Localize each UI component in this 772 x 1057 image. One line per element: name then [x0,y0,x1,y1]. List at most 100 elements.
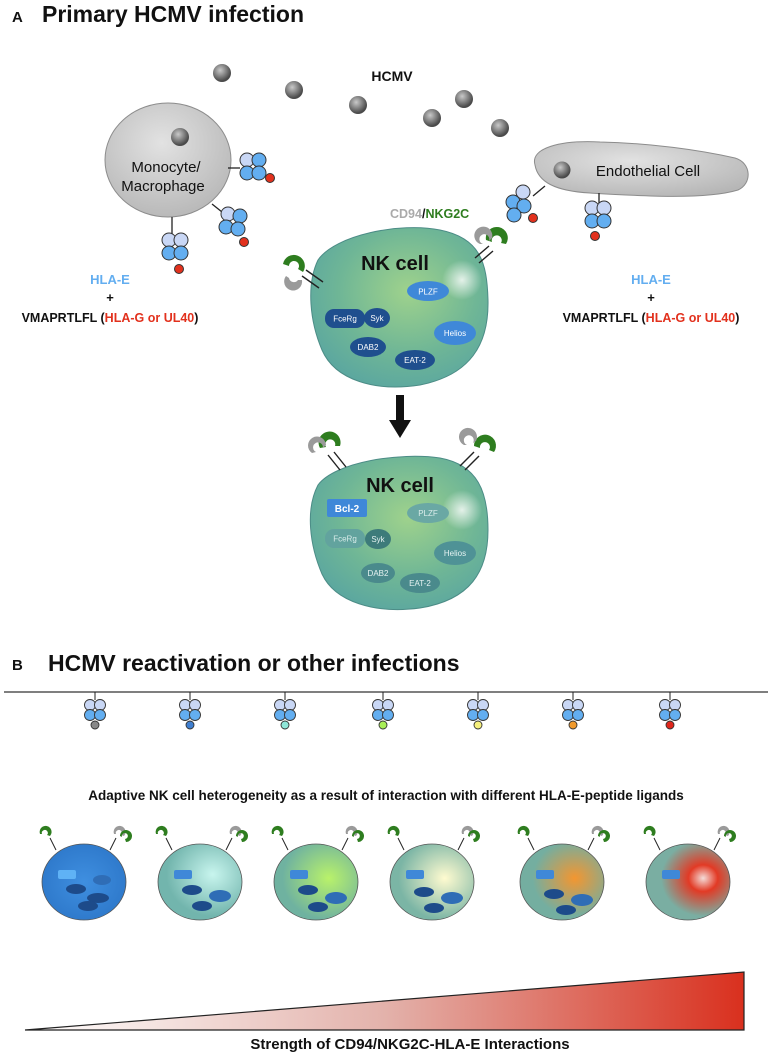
svg-text:PLZF: PLZF [418,288,438,297]
svg-text:EAT-2: EAT-2 [409,579,431,588]
peptide [665,720,675,730]
right-paren-close: ) [735,311,739,325]
hla-e-molecule [161,232,189,274]
left-source: HLA-G or UL40 [105,311,195,325]
endothelial-cell: Endothelial Cell [534,141,749,197]
peptide [378,720,388,730]
peptide [280,720,290,730]
hla-e-molecule [218,206,249,247]
adaptive-protein-dab2: DAB2 [361,563,395,583]
nk-variant-1 [39,825,132,921]
right-source: HLA-G or UL40 [646,311,736,325]
nk-variant-3 [271,825,364,921]
svg-text:Syk: Syk [370,314,384,323]
virion [455,90,473,108]
hcmv-virions [213,64,509,137]
svg-text:EAT-2: EAT-2 [404,356,426,365]
adaptive-receptor-left [308,431,347,471]
virion [491,119,509,137]
nk-variant-5 [517,825,610,921]
hla-e-molecule [505,184,538,223]
left-hla-e-label: HLA-E [90,272,130,287]
virion [553,161,571,179]
nk-cell-title: NK cell [361,253,429,275]
nk-protein-eat2: EAT-2 [395,350,435,370]
peptide [185,720,195,730]
nk-protein-helios: Helios [434,321,476,345]
monocyte-label-line2: Macrophage [121,178,204,195]
svg-text:FceRg: FceRg [333,535,357,544]
svg-text:VMAPRTLFL (HLA-G or UL40): VMAPRTLFL (HLA-G or UL40) [22,311,199,325]
svg-text:Syk: Syk [371,535,385,544]
hla-e-peptide-ligand [659,692,681,730]
panel-b-title: HCMV reactivation or other infections [48,650,460,676]
hla-e-peptide-ligand [372,692,394,730]
right-peptide: VMAPRTLFL [563,311,639,325]
adaptive-protein-eat2: EAT-2 [400,573,440,593]
left-plus: + [106,290,114,305]
adaptive-protein-plzf: PLZF [407,503,449,523]
hla-e-peptide-ligand [84,692,106,730]
nk-variant-4 [387,825,480,921]
svg-text:Helios: Helios [444,329,466,338]
nk-cell-naive: NK cell PLZF FceRg Syk Helios DAB2 EAT-2 [283,226,508,388]
adaptive-protein-fcerg: FceRg [325,529,365,548]
right-ligand-text: HLA-E + VMAPRTLFL (HLA-G or UL40) [563,272,740,325]
nk-protein-fcerg: FceRg [325,309,365,328]
hla-e-molecule [239,152,275,183]
right-paren-open: ( [638,311,646,325]
svg-text:PLZF: PLZF [418,509,438,518]
peptide [568,720,578,730]
peptide [473,720,483,730]
left-peptide: VMAPRTLFL [22,311,98,325]
interaction-strength-wedge [24,971,745,1031]
virion [285,81,303,99]
hla-e-peptide-ligand [562,692,584,730]
hla-e-peptide-ligand [274,692,296,730]
monocyte-hla-e-molecules [161,152,275,274]
virion [171,128,189,146]
nk-cell-adaptive: NK cell Bcl-2 PLZF FceRg Syk Helios DAB2… [308,427,496,610]
hla-e-molecule [584,200,612,241]
monocyte-label-line1: Monocyte/ [131,159,201,176]
monocyte-macrophage: Monocyte/ Macrophage [104,102,232,218]
virion [349,96,367,114]
nk-variant-2 [155,825,248,921]
virion [423,109,441,127]
nk-receptor-right [474,226,508,264]
virion [213,64,231,82]
peptide [90,720,100,730]
hla-e-peptide-ligand-row [84,692,681,730]
right-plus: + [647,290,655,305]
cd94-label: CD94 [390,207,422,221]
svg-text:DAB2: DAB2 [358,343,379,352]
svg-text:FceRg: FceRg [333,315,357,324]
cd94-nkg2c-label: CD94/NKG2C [390,207,469,221]
svg-text:Helios: Helios [444,549,466,558]
gradient-caption: Strength of CD94/NKG2C-HLA-E Interaction… [250,1036,569,1053]
adaptive-nk-cell-title: NK cell [366,475,434,497]
hla-e-peptide-ligand [179,692,201,730]
right-hla-e-label: HLA-E [631,272,671,287]
left-paren-close: ) [194,311,198,325]
panel-a-letter: A [12,9,23,26]
svg-text:Bcl-2: Bcl-2 [335,504,360,515]
adaptive-nk-cell-variants [39,825,736,921]
nk-receptor-left [283,254,324,291]
adaptive-receptor-right [458,427,496,471]
panel-b-letter: B [12,657,23,674]
panel-a-title: Primary HCMV infection [42,1,304,27]
label-slash: / [422,207,426,221]
heterogeneity-caption: Adaptive NK cell heterogeneity as a resu… [88,788,684,803]
adaptive-protein-bcl2: Bcl-2 [327,499,367,517]
hla-e-peptide-ligand [467,692,489,730]
hcmv-label: HCMV [371,68,413,84]
down-arrow [389,395,411,438]
nk-protein-plzf: PLZF [407,281,449,301]
nkg2c-label: NKG2C [425,207,469,221]
endothelial-label: Endothelial Cell [596,163,700,180]
nk-protein-dab2: DAB2 [350,337,386,357]
left-ligand-text: HLA-E + VMAPRTLFL (HLA-G or UL40) [22,272,199,325]
left-paren-open: ( [97,311,105,325]
